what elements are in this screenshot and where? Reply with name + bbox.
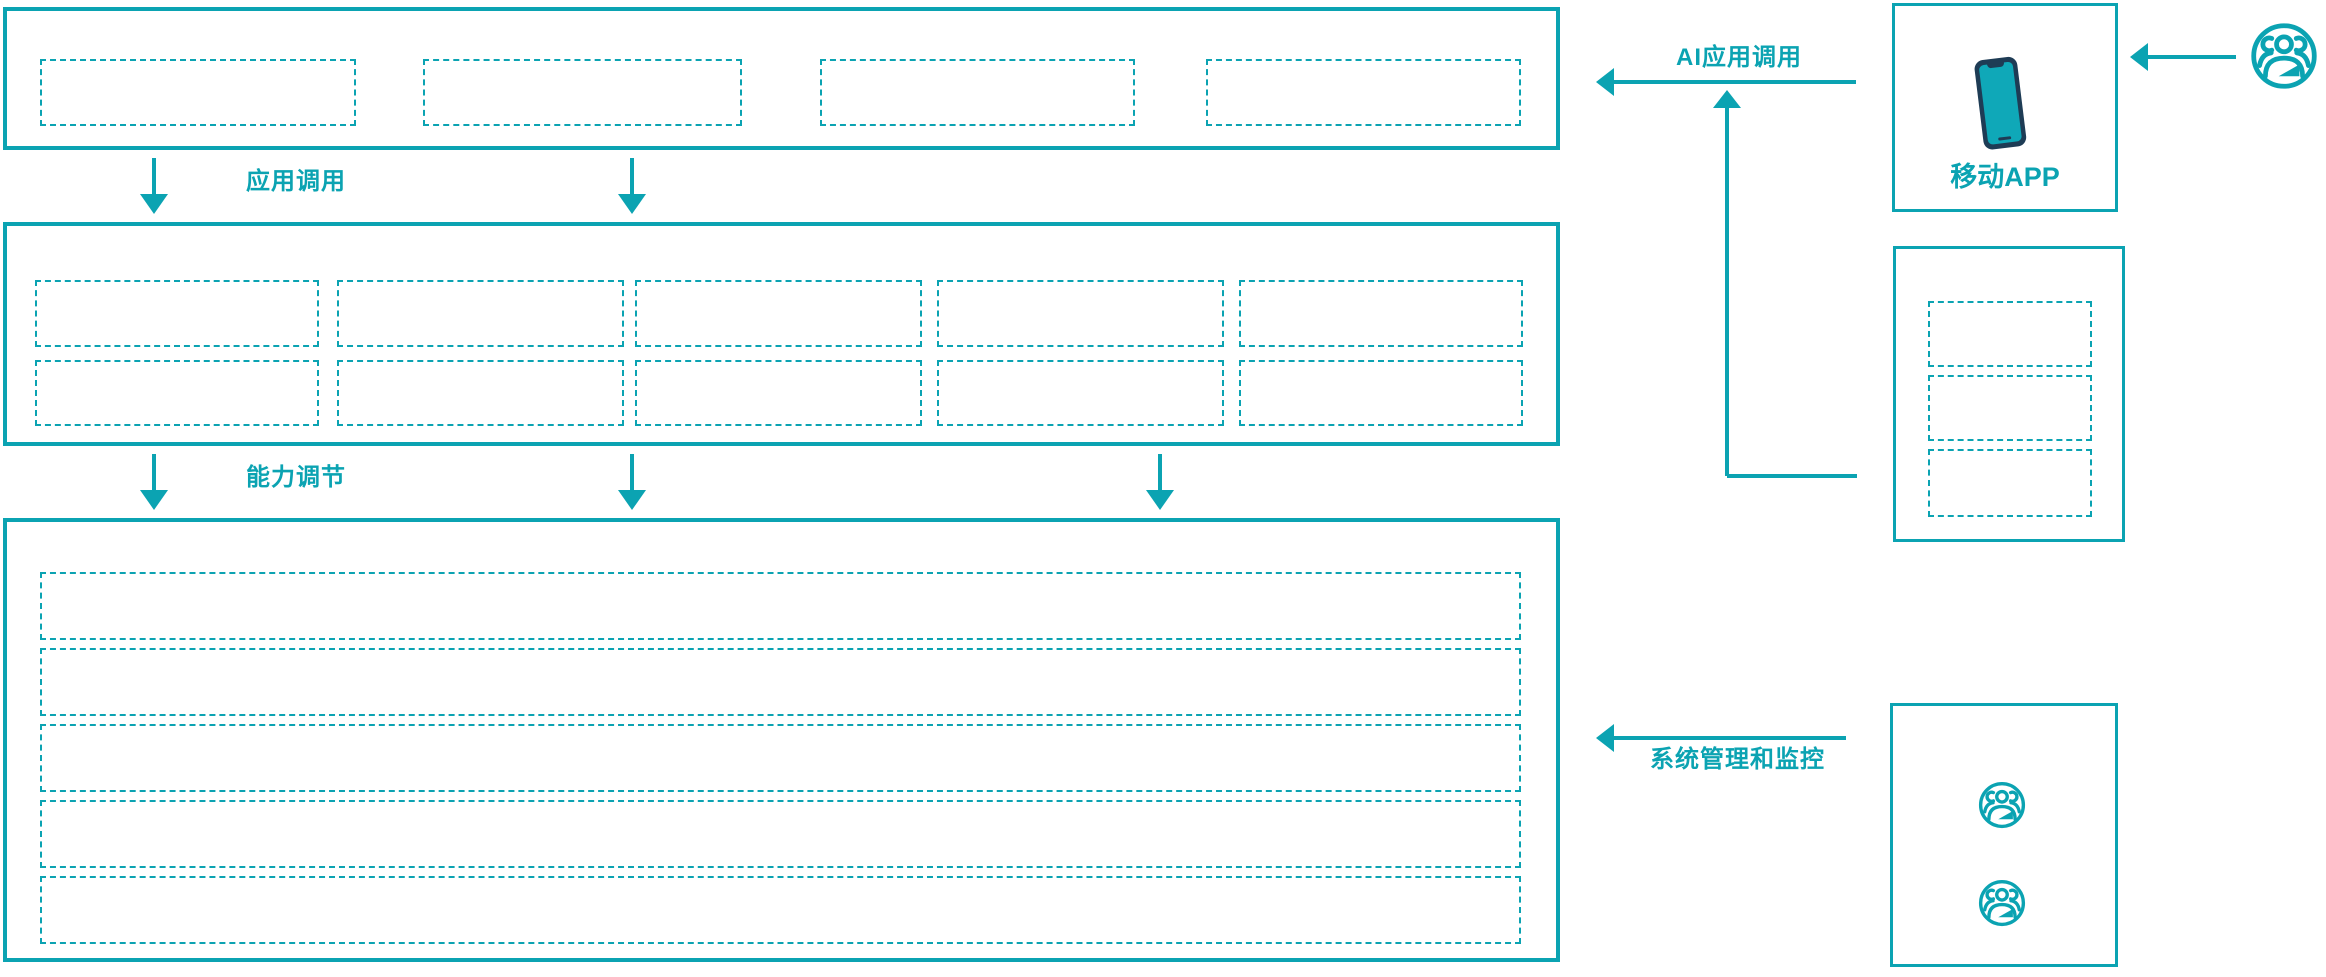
sys-monitor-arrowhead-icon	[1596, 724, 1614, 752]
users-group-icon	[2250, 22, 2318, 90]
base-placeholder-row	[40, 724, 1521, 792]
application-placeholder-box	[423, 59, 742, 126]
mobile-app-label: 移动APP	[1950, 162, 2060, 192]
app-call-arrow-line	[630, 158, 634, 196]
dev-panel-box	[1893, 246, 2125, 542]
capability-placeholder-box	[937, 280, 1224, 347]
app-call-arrowhead-icon	[618, 194, 646, 214]
dev-placeholder-box	[1928, 449, 2092, 517]
users-group-icon	[1978, 781, 2026, 829]
capability-placeholder-box	[35, 280, 319, 347]
ai-call-arrowhead-icon	[1596, 68, 1614, 96]
ai-call-arrow-line	[1614, 80, 1856, 84]
smartphone-icon	[1970, 53, 2033, 155]
capability-placeholder-box	[635, 280, 922, 347]
base-placeholder-row	[40, 876, 1521, 944]
application-placeholder-box	[40, 59, 356, 126]
dev-connector-line	[1727, 474, 1857, 478]
admin-panel-box	[1890, 703, 2118, 967]
dev-connector-arrowhead-icon	[1713, 90, 1741, 108]
capability-arrowhead-icon	[1146, 490, 1174, 510]
sys-monitor-label: 系统管理和监控	[1650, 746, 1825, 773]
capability-placeholder-box	[937, 360, 1224, 426]
base-placeholder-row	[40, 648, 1521, 716]
capability-placeholder-box	[337, 280, 624, 347]
app-call-arrowhead-icon	[140, 194, 168, 214]
app-call-label: 应用调用	[246, 168, 346, 195]
capability-placeholder-box	[1239, 280, 1523, 347]
capability-placeholder-box	[35, 360, 319, 426]
capability-arrow-line	[152, 454, 156, 492]
capability-label: 能力调节	[246, 464, 346, 491]
base-layer-box	[3, 518, 1560, 962]
users-group-icon	[1978, 879, 2026, 927]
dev-placeholder-box	[1928, 301, 2092, 367]
capability-arrow-line	[1158, 454, 1162, 492]
application-placeholder-box	[820, 59, 1135, 126]
base-placeholder-row	[40, 800, 1521, 868]
user-arrow-line	[2148, 55, 2236, 59]
ai-call-label: AI应用调用	[1676, 44, 1802, 71]
capability-placeholder-box	[635, 360, 922, 426]
capability-layer-box	[3, 222, 1560, 446]
dev-placeholder-box	[1928, 375, 2092, 441]
base-placeholder-row	[40, 572, 1521, 640]
capability-placeholder-box	[337, 360, 624, 426]
dev-connector-line	[1725, 108, 1729, 476]
app-call-arrow-line	[152, 158, 156, 196]
mobile-app-box: 移动APP	[1892, 3, 2118, 212]
application-placeholder-box	[1206, 59, 1521, 126]
capability-arrowhead-icon	[618, 490, 646, 510]
capability-arrowhead-icon	[140, 490, 168, 510]
sys-monitor-arrow-line	[1614, 736, 1846, 740]
user-arrowhead-icon	[2130, 43, 2148, 71]
capability-arrow-line	[630, 454, 634, 492]
application-layer-box	[3, 7, 1560, 150]
capability-placeholder-box	[1239, 360, 1523, 426]
